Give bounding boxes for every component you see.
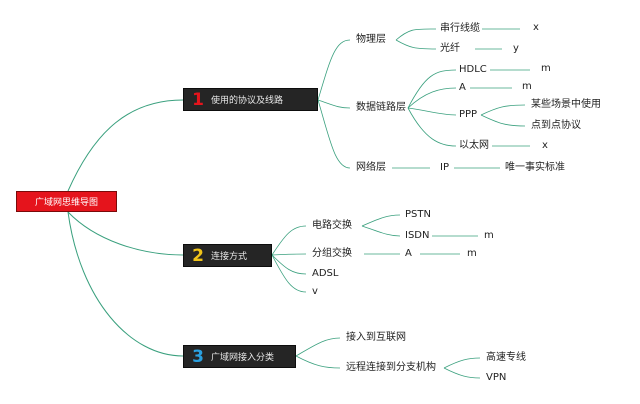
node-data-link-layer[interactable]: 数据链路层 — [356, 102, 406, 113]
node-internet-access[interactable]: 接入到互联网 — [346, 332, 406, 343]
node-ppp-usage[interactable]: 某些场景中使用 — [531, 99, 601, 110]
branch-3-node[interactable]: 3 广域网接入分类 — [183, 345, 296, 368]
node-packet-a-value[interactable]: m — [467, 248, 477, 259]
node-fiber[interactable]: 光纤 — [440, 43, 460, 54]
branch-2-node[interactable]: 2 连接方式 — [183, 244, 272, 267]
node-hdlc[interactable]: HDLC — [459, 64, 487, 75]
node-a[interactable]: A — [459, 82, 466, 93]
node-serial-cable[interactable]: 串行线缆 — [440, 23, 480, 34]
branch-2-label: 连接方式 — [211, 252, 248, 262]
node-network-layer[interactable]: 网络层 — [356, 162, 386, 173]
node-pstn[interactable]: PSTN — [405, 209, 431, 220]
node-isdn-value[interactable]: m — [484, 230, 494, 241]
node-ethernet[interactable]: 以太网 — [459, 140, 489, 151]
connector-root-b1 — [67, 99, 184, 192]
node-v[interactable]: v — [312, 286, 318, 297]
branch-1-node[interactable]: 1 使用的协议及线路 — [183, 88, 318, 111]
branch-3-number: 3 — [192, 346, 204, 367]
node-circuit-switching[interactable]: 电路交换 — [312, 220, 352, 231]
root-label: 广域网思维导图 — [34, 198, 98, 208]
node-packet-switching[interactable]: 分组交换 — [312, 248, 352, 259]
node-a-value[interactable]: m — [522, 81, 532, 92]
root-node[interactable]: 广域网思维导图 — [16, 191, 117, 212]
branch-2-number: 2 — [192, 245, 204, 266]
node-packet-a[interactable]: A — [405, 248, 412, 259]
node-adsl[interactable]: ADSL — [312, 268, 339, 279]
node-fiber-value[interactable]: y — [513, 43, 519, 54]
node-physical-layer[interactable]: 物理层 — [356, 34, 386, 45]
node-ppp[interactable]: PPP — [459, 109, 478, 120]
node-isdn[interactable]: ISDN — [405, 230, 430, 241]
node-ip-value[interactable]: 唯一事实标准 — [505, 162, 565, 173]
node-ethernet-value[interactable]: x — [542, 140, 548, 151]
node-ppp-point-to-point[interactable]: 点到点协议 — [531, 120, 581, 131]
branch-1-label: 使用的协议及线路 — [211, 96, 284, 106]
connector-root-b3 — [67, 211, 184, 357]
node-vpn[interactable]: VPN — [486, 372, 507, 383]
branch-1-number: 1 — [192, 89, 204, 110]
connector-root-b2 — [67, 211, 184, 256]
node-remote-branch[interactable]: 远程连接到分支机构 — [346, 362, 436, 373]
node-serial-cable-value[interactable]: x — [533, 22, 539, 33]
node-hdlc-value[interactable]: m — [541, 63, 551, 74]
node-ip[interactable]: IP — [440, 162, 449, 173]
node-leased-line[interactable]: 高速专线 — [486, 352, 526, 363]
branch-3-label: 广域网接入分类 — [211, 353, 275, 363]
